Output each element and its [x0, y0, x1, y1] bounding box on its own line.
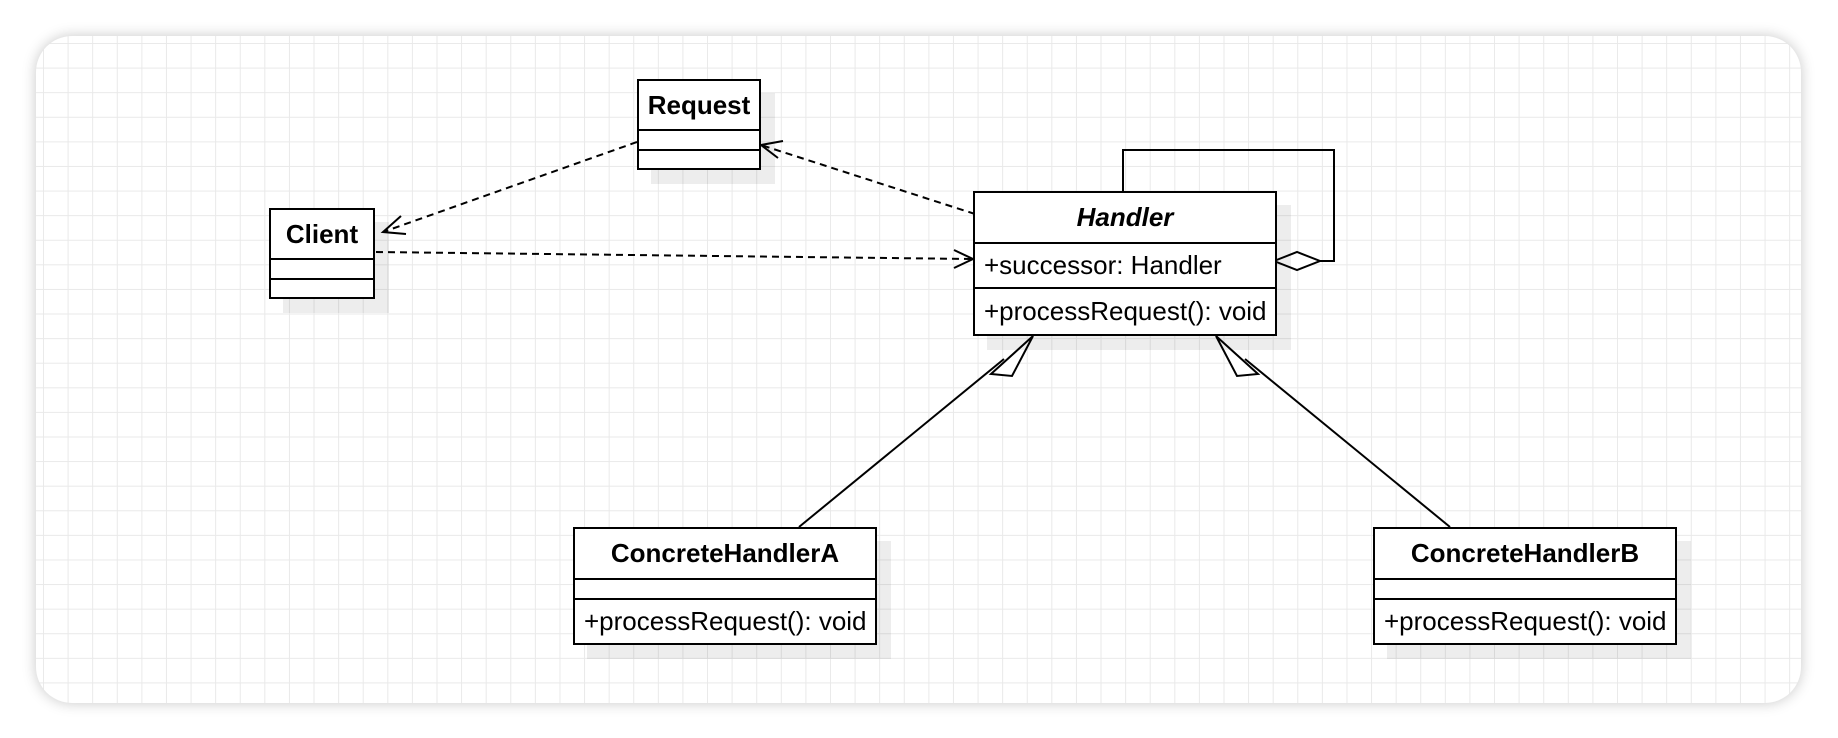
class-handler[interactable]: Handler +successor: Handler +processRequ…: [973, 191, 1277, 336]
class-operations: [639, 151, 759, 168]
class-name: Handler: [975, 193, 1275, 244]
dependency-handler-request[interactable]: [758, 140, 976, 215]
class-attribute-successor: +successor: Handler: [975, 244, 1275, 289]
class-client[interactable]: Client: [269, 208, 375, 299]
class-attributes: [575, 580, 875, 600]
class-concrete-handler-b[interactable]: ConcreteHandlerB +processRequest(): void: [1373, 527, 1677, 645]
class-name: Request: [639, 81, 759, 131]
class-concrete-handler-a[interactable]: ConcreteHandlerA +processRequest(): void: [573, 527, 877, 645]
dependency-request-client[interactable]: [380, 141, 638, 235]
dependency-client-handler[interactable]: [375, 249, 976, 269]
class-operation-process-request: +processRequest(): void: [1384, 606, 1667, 636]
class-operation-process-request: +processRequest(): void: [984, 296, 1267, 326]
class-operations: [271, 280, 373, 297]
generalization-concrete-a-handler[interactable]: [798, 335, 1034, 528]
relations-layer: [375, 140, 1451, 528]
generalization-concrete-b-handler[interactable]: [1215, 335, 1451, 528]
class-request[interactable]: Request: [637, 79, 761, 170]
class-attributes: [1375, 580, 1675, 600]
class-name: Client: [271, 210, 373, 260]
class-attributes: [639, 131, 759, 151]
aggregation-handler-successor[interactable]: [1122, 149, 1335, 272]
class-name: ConcreteHandlerA: [575, 529, 875, 580]
class-name: ConcreteHandlerB: [1375, 529, 1675, 580]
class-operation-process-request: +processRequest(): void: [584, 606, 867, 636]
diagram-canvas: Request Client Handler +successor: Handl…: [36, 36, 1801, 703]
class-attributes: [271, 260, 373, 280]
